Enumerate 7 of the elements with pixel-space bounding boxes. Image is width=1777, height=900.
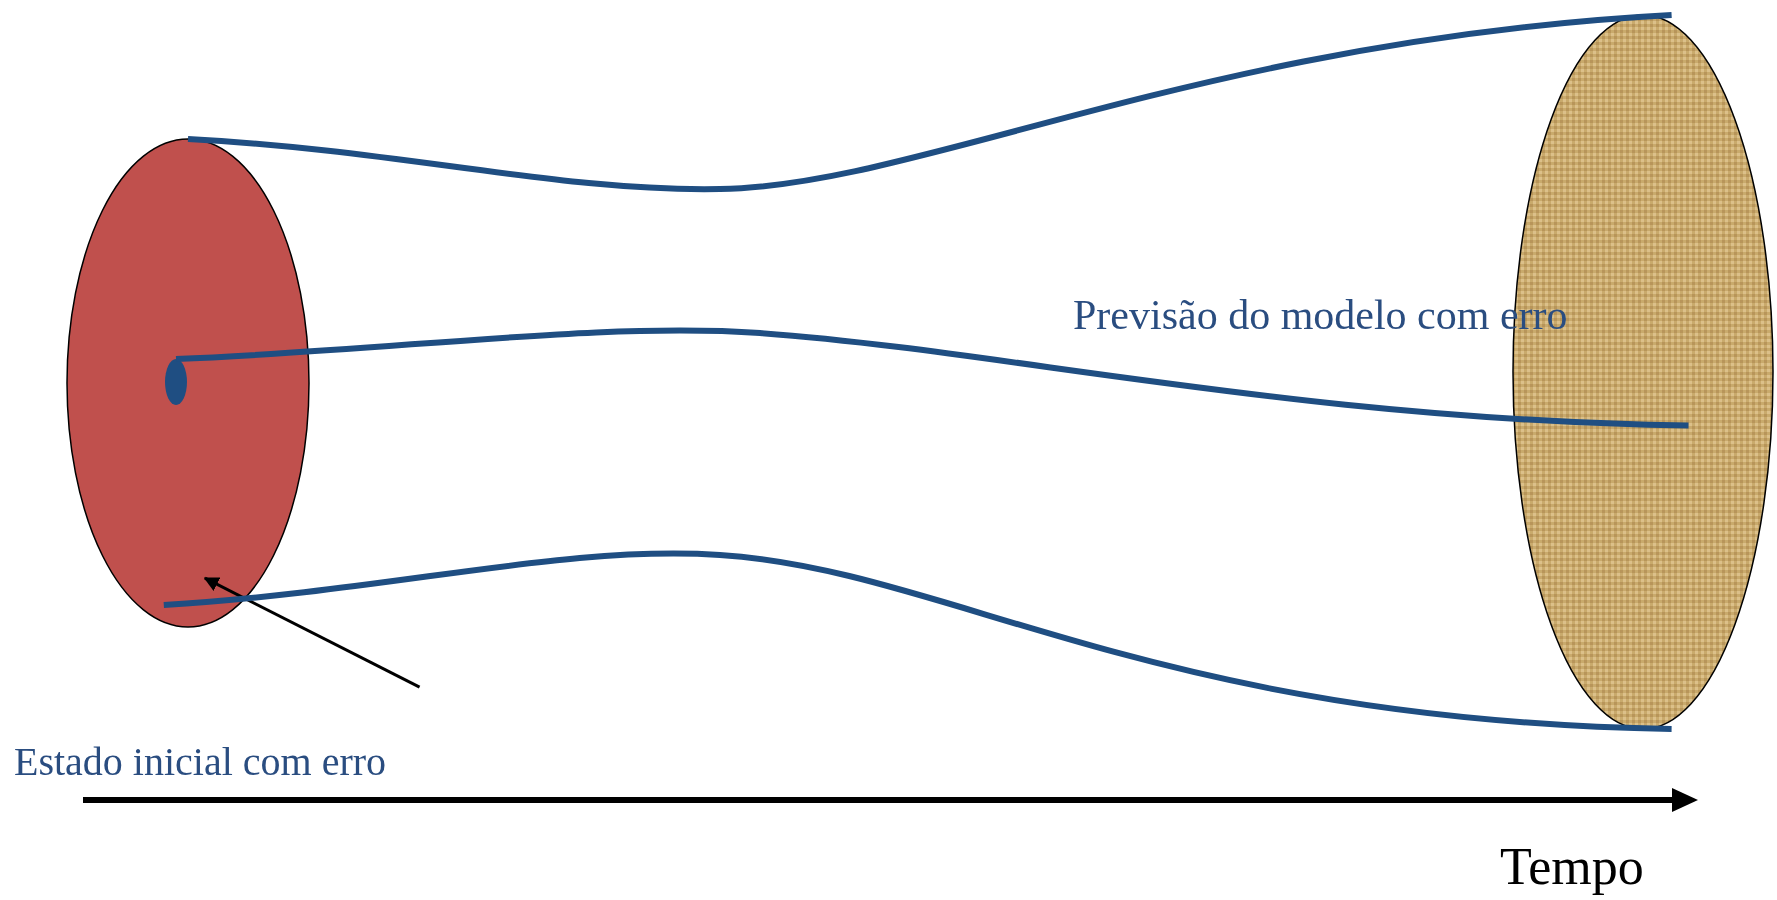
leader-line: [203, 576, 421, 689]
callout-text: Estado inicial com erro: [14, 740, 387, 784]
initial-state-ellipse: [66, 138, 310, 628]
trajectory-curve: [187, 12, 1672, 192]
axis-label: Tempo: [1500, 838, 1644, 896]
trajectory-curve: [175, 327, 1689, 429]
initial-state-dot: [165, 359, 187, 405]
